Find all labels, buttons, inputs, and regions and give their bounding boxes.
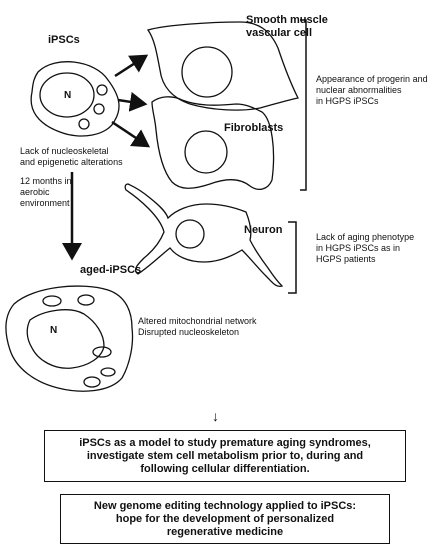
fibroblast-nucleus [184, 130, 228, 174]
ipsc-organelle-1 [96, 84, 108, 96]
neuron-label: Neuron [244, 224, 283, 236]
lack-nucleoskeletal-note: Lack of nucleoskeletal and epigenetic al… [20, 146, 123, 167]
mitochondria-note: Altered mitochondrial network Disrupted … [138, 316, 257, 337]
fibroblasts-label: Fibroblasts [224, 122, 284, 134]
bracket-top [300, 19, 307, 191]
progerin-note: Appearance of progerin and nuclear abnor… [316, 74, 428, 106]
bracket-neuron [288, 221, 297, 294]
down-arrow: ↓ [212, 408, 219, 424]
smooth-muscle-cell [146, 21, 299, 111]
neuron-cell [124, 183, 284, 288]
ipsc-nucleus [39, 72, 95, 118]
aged-organelle-4 [100, 367, 116, 377]
fibroblast-cell [151, 96, 275, 191]
ipsc-organelle-3 [78, 118, 90, 130]
aged-ipscs-label: aged-iPSCs [80, 264, 142, 276]
aged-organelle-5 [83, 376, 101, 388]
ipsc-cell [30, 61, 120, 137]
smooth-muscle-nucleus [181, 46, 233, 98]
aged-ipsc-nucleus [26, 309, 105, 369]
aged-organelle-2 [77, 294, 95, 306]
lack-aging-note: Lack of aging phenotype in HGPS iPSCs as… [316, 232, 415, 264]
model-box: iPSCs as a model to study premature agin… [44, 430, 406, 482]
ipsc-nucleus-label: N [64, 90, 72, 101]
arrow-to-smooth-muscle [114, 54, 149, 78]
neuron-nucleus [175, 219, 205, 249]
editing-box: New genome editing technology applied to… [60, 494, 390, 544]
aged-ipsc-cell [5, 285, 134, 392]
twelve-months-note: 12 months in aerobic environment [20, 176, 72, 208]
ipsc-organelle-2 [93, 103, 105, 115]
arrow-to-fibroblast [117, 91, 148, 112]
aged-nucleus-label: N [50, 325, 58, 336]
smooth-muscle-label: Smooth muscle vascular cell [246, 14, 328, 39]
aged-organelle-1 [42, 295, 62, 307]
arrow-to-neuron [111, 120, 151, 148]
ipscs-label: iPSCs [48, 34, 80, 46]
aged-organelle-3 [92, 346, 112, 358]
